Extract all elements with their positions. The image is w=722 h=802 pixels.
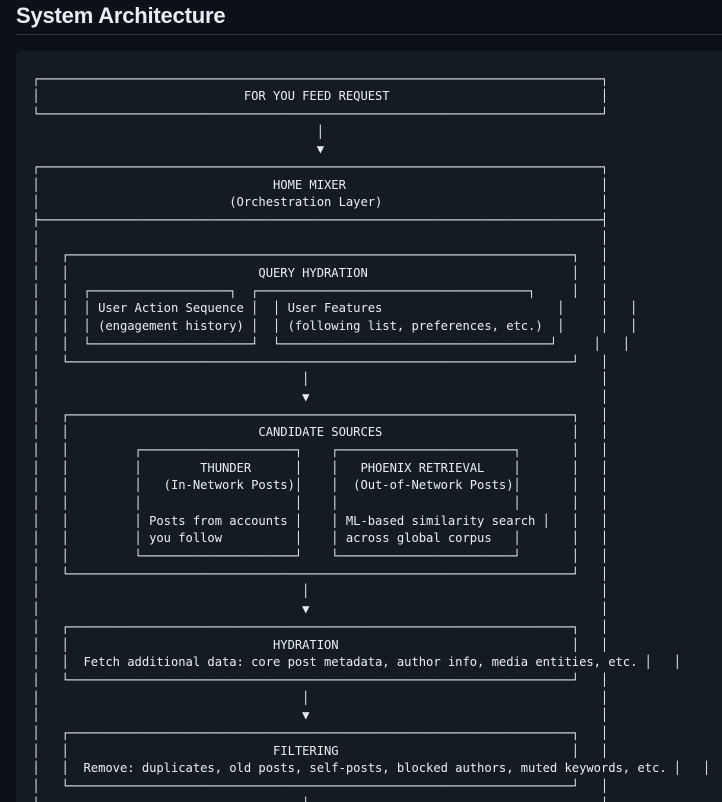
diagram-line: │ │ ┌───────────────────┐ ┌─────────────… (32, 283, 609, 298)
diagram-line: │ │ │ (33, 796, 711, 802)
diagram-line: │ HOME MIXER │ (32, 177, 609, 192)
diagram-line: │ │ FILTERING │ │ (32, 743, 609, 758)
diagram-line: ┌───────────────────────────────────────… (32, 71, 609, 86)
diagram-line: │ │ (32, 230, 609, 245)
diagram-line: │ (32, 124, 325, 139)
section-heading: System Architecture (16, 0, 722, 35)
diagram-line: │ └─────────────────────────────────────… (32, 354, 609, 369)
diagram-line: │ │ │ User Action Sequence │ │ User Feat… (32, 301, 638, 316)
diagram-line: │ │ └──────────────────────┘ └──────────… (32, 336, 631, 351)
diagram-line: ▼ (32, 142, 325, 157)
page-title: System Architecture (16, 3, 226, 28)
diagram-line: │ │ HYDRATION │ │ (32, 637, 609, 652)
diagram-line: │ ┌─────────────────────────────────────… (32, 619, 609, 634)
diagram-line: │ └─────────────────────────────────────… (32, 672, 609, 687)
diagram-line: │ │ │ Posts from accounts │ │ ML-based s… (32, 513, 609, 528)
diagram-line: │ ┌─────────────────────────────────────… (32, 725, 609, 740)
diagram-line: │ FOR YOU FEED REQUEST │ (32, 89, 609, 104)
diagram-line: │ ▼ │ (32, 602, 609, 617)
diagram-line: │ ┌─────────────────────────────────────… (32, 248, 609, 263)
diagram-line: │ ┌─────────────────────────────────────… (32, 407, 609, 422)
diagram-line: │ │ └─────────────────────┘ └───────────… (32, 549, 609, 564)
diagram-line: │ │ │ │ │ │ │ │ (32, 496, 609, 510)
diagram-line: │ ▼ │ (32, 708, 609, 723)
diagram-line: │ │ │ (engagement history) │ │ (followin… (32, 319, 638, 334)
diagram-line: ┌───────────────────────────────────────… (32, 159, 609, 174)
diagram-line: │ ▼ │ (32, 389, 609, 404)
diagram-line: │ │ Fetch additional data: core post met… (32, 655, 682, 670)
diagram-line: │ │ │ you follow │ │ across global corpu… (32, 531, 609, 546)
diagram-line: │ └─────────────────────────────────────… (32, 566, 609, 581)
diagram-line: │ │ │ (32, 690, 609, 705)
diagram-line: │ └─────────────────────────────────────… (32, 779, 609, 793)
diagram-line: │ (Orchestration Layer) │ (32, 195, 609, 210)
diagram-line: │ │ │ (In-Network Posts)│ │ (Out-of-Netw… (32, 478, 609, 493)
architecture-diagram: ┌───────────────────────────────────────… (33, 71, 711, 802)
diagram-line: │ │ ┌─────────────────────┐ ┌───────────… (32, 442, 609, 457)
diagram-line: │ │ CANDIDATE SOURCES │ │ (32, 425, 609, 440)
diagram-line: ├───────────────────────────────────────… (32, 213, 609, 227)
diagram-line: │ │ │ (32, 372, 609, 387)
diagram-line: │ │ QUERY HYDRATION │ │ (32, 266, 609, 281)
diagram-line: └───────────────────────────────────────… (32, 106, 609, 121)
diagram-line: │ │ │ (32, 584, 609, 599)
architecture-code-block: ┌───────────────────────────────────────… (16, 51, 722, 802)
diagram-line: │ │ │ THUNDER │ │ PHOENIX RETRIEVAL │ │ … (32, 460, 609, 475)
diagram-line: │ │ Remove: duplicates, old posts, self-… (32, 761, 711, 776)
